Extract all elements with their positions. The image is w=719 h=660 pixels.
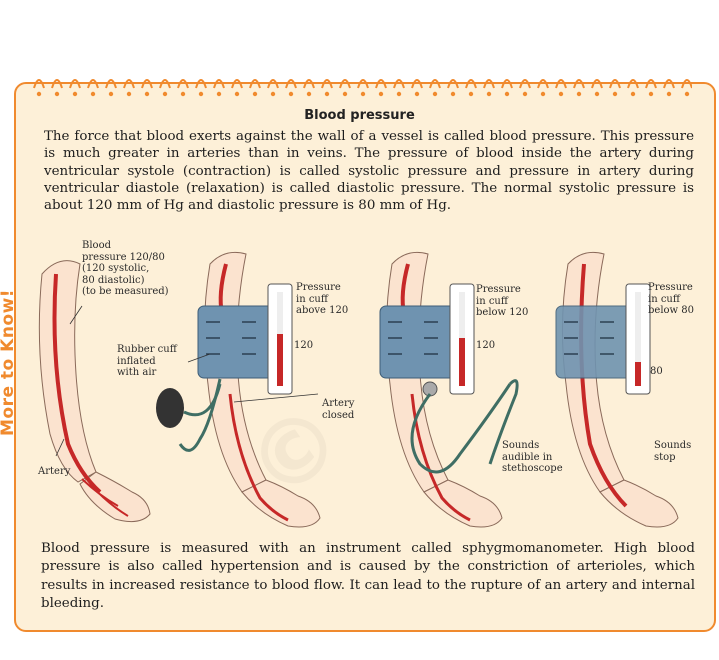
label-artery-closed: Artery closed [322, 398, 355, 421]
label-sounds-stop: Sounds stop [654, 440, 692, 463]
label-blood-pressure: Blood pressure 120/80 (120 systolic, 80 … [82, 240, 169, 297]
label-pressure-below-120: Pressure in cuff below 120 [476, 284, 529, 318]
label-sounds-audible: Sounds audible in stethoscope [502, 440, 563, 474]
spiral-binding [33, 79, 692, 97]
box-title: Blood pressure [304, 108, 415, 123]
arm-1 [38, 260, 151, 523]
arm-2 [156, 251, 321, 528]
bp-measurement-figure: Blood pressure 120/80 (120 systolic, 80 … [20, 234, 710, 534]
label-rubber-cuff: Rubber cuff inflated with air [117, 344, 177, 378]
arm-4 [555, 251, 679, 528]
gauge-reading-120-a: 120 [294, 340, 314, 351]
arm-3 [379, 251, 519, 528]
intro-paragraph: The force that blood exerts against the … [44, 129, 694, 214]
label-pressure-below-80: Pressure in cuff below 80 [648, 282, 695, 316]
gauge-reading-80: 80 [650, 366, 663, 377]
gauge-reading-120-b: 120 [476, 340, 496, 351]
label-pressure-above-120: Pressure in cuff above 120 [296, 282, 349, 316]
outro-paragraph: Blood pressure is measured with an instr… [41, 541, 695, 611]
label-artery: Artery [38, 466, 71, 477]
